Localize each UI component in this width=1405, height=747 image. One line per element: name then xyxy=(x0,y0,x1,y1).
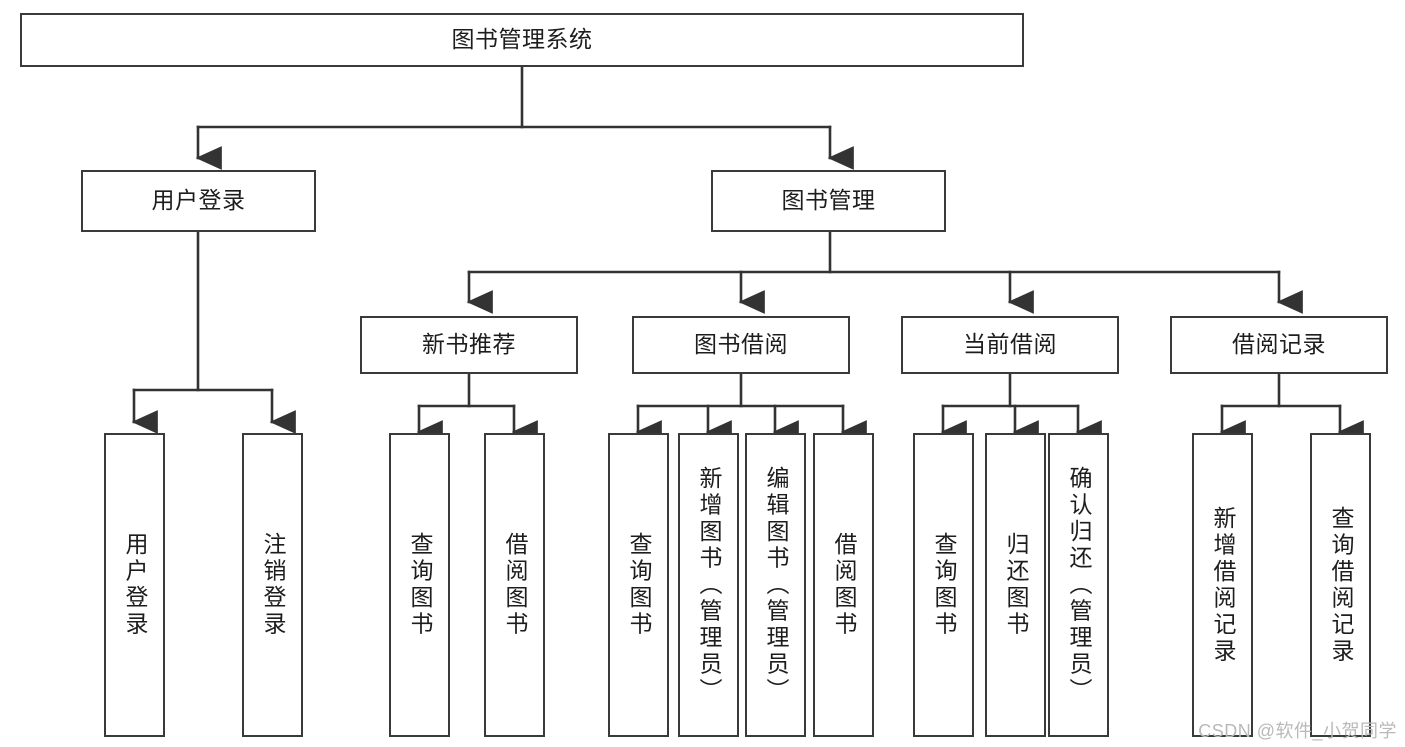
leaf-logout-label: 注销登录 xyxy=(260,532,286,638)
node-root[interactable]: 图书管理系统 xyxy=(20,13,1024,67)
leaf-add-borrow-record[interactable]: 新增借阅记录 xyxy=(1192,433,1253,737)
node-user-login[interactable]: 用户登录 xyxy=(81,170,316,232)
leaf-borrow-book-new-label: 借阅图书 xyxy=(502,532,528,638)
node-borrow-record-label: 借阅记录 xyxy=(1232,331,1326,358)
leaf-query-borrow-record[interactable]: 查询借阅记录 xyxy=(1310,433,1371,737)
leaf-add-borrow-record-label: 新增借阅记录 xyxy=(1210,505,1236,665)
leaf-user-login-label: 用户登录 xyxy=(122,532,148,638)
leaf-borrow-book-label: 借阅图书 xyxy=(831,532,857,638)
leaf-return-book-label: 归还图书 xyxy=(1003,532,1029,638)
node-book-management[interactable]: 图书管理 xyxy=(711,170,946,232)
leaf-query-book-borrow[interactable]: 查询图书 xyxy=(608,433,669,737)
leaf-add-book-admin-label: 新增图书（管理员） xyxy=(696,465,722,705)
node-book-management-label: 图书管理 xyxy=(781,187,876,214)
leaf-query-book-new[interactable]: 查询图书 xyxy=(389,433,450,737)
leaf-query-book-current[interactable]: 查询图书 xyxy=(913,433,974,737)
leaf-return-book[interactable]: 归还图书 xyxy=(985,433,1046,737)
leaf-add-book-admin[interactable]: 新增图书（管理员） xyxy=(678,433,739,737)
leaf-query-book-borrow-label: 查询图书 xyxy=(626,532,652,638)
node-borrow-record[interactable]: 借阅记录 xyxy=(1170,316,1388,374)
node-book-borrow[interactable]: 图书借阅 xyxy=(632,316,850,374)
leaf-user-login[interactable]: 用户登录 xyxy=(104,433,165,737)
leaf-query-book-current-label: 查询图书 xyxy=(931,532,957,638)
leaf-query-book-new-label: 查询图书 xyxy=(407,532,433,638)
node-root-label: 图书管理系统 xyxy=(451,26,593,53)
node-new-book-recommend-label: 新书推荐 xyxy=(422,331,516,358)
leaf-confirm-return-admin[interactable]: 确认归还（管理员） xyxy=(1048,433,1109,737)
leaf-borrow-book[interactable]: 借阅图书 xyxy=(813,433,874,737)
node-current-borrow[interactable]: 当前借阅 xyxy=(901,316,1119,374)
leaf-edit-book-admin[interactable]: 编辑图书（管理员） xyxy=(745,433,806,737)
leaf-logout[interactable]: 注销登录 xyxy=(242,433,303,737)
leaf-query-borrow-record-label: 查询借阅记录 xyxy=(1328,505,1354,665)
node-user-login-label: 用户登录 xyxy=(151,187,246,214)
node-book-borrow-label: 图书借阅 xyxy=(694,331,788,358)
leaf-edit-book-admin-label: 编辑图书（管理员） xyxy=(763,465,789,705)
leaf-borrow-book-new[interactable]: 借阅图书 xyxy=(484,433,545,737)
node-current-borrow-label: 当前借阅 xyxy=(963,331,1057,358)
leaf-confirm-return-admin-label: 确认归还（管理员） xyxy=(1066,465,1092,705)
node-new-book-recommend[interactable]: 新书推荐 xyxy=(360,316,578,374)
